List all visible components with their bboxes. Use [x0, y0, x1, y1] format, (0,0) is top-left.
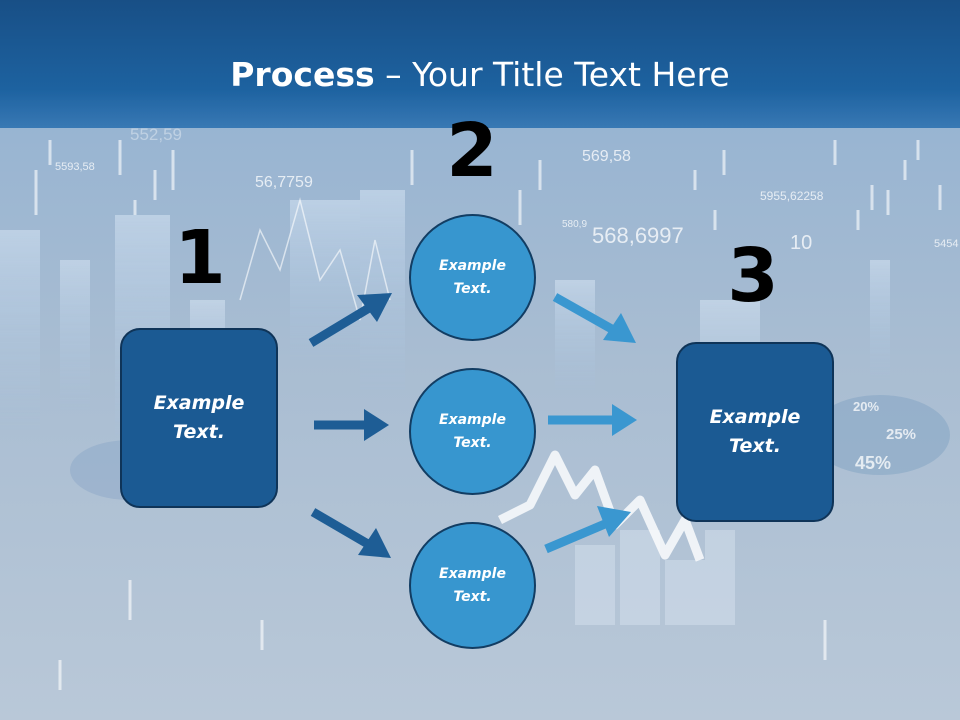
circle-bottom-line1: Example: [439, 565, 506, 582]
bg-number: 568,6997: [592, 223, 684, 248]
bg-number: 5454: [934, 238, 958, 250]
arrow-middle-to-right: [548, 404, 637, 436]
arrow-left-to-top: [308, 293, 392, 347]
arrow-left-to-bottom: [310, 508, 391, 558]
bg-number: 20%: [853, 399, 879, 414]
bg-number: 552,59: [130, 125, 182, 144]
left-box-line1: Example: [153, 392, 245, 414]
bg-number: 580,9: [562, 219, 587, 230]
circle-bottom-line2: Text.: [453, 588, 492, 605]
step-number-1: 1: [174, 215, 226, 301]
title-bold: Process: [230, 55, 375, 94]
circle-top-line1: Example: [439, 257, 506, 274]
arrow-left-to-middle: [314, 409, 389, 441]
slide-title: Process – Your Title Text Here: [0, 54, 960, 96]
circle-top-line2: Text.: [453, 280, 492, 297]
arrow-top-to-right: [552, 293, 636, 343]
arrow-bottom-to-right: [544, 506, 631, 554]
bg-number: 10: [790, 232, 812, 254]
circle-middle-line1: Example: [439, 411, 506, 428]
title-bar: [0, 0, 960, 128]
bg-number: 569,58: [582, 148, 631, 165]
bg-number: 25%: [886, 426, 916, 443]
step-number-3: 3: [727, 233, 779, 319]
circle-middle-line2: Text.: [453, 434, 492, 451]
right-box-line1: Example: [709, 406, 801, 428]
title-rest: – Your Title Text Here: [374, 55, 730, 94]
bg-number: 5593,58: [55, 161, 95, 173]
step-number-2: 2: [446, 108, 498, 194]
left-box-line2: Text.: [173, 421, 225, 443]
bg-number: 45%: [855, 453, 891, 473]
bg-number: 5955,62258: [760, 189, 824, 203]
right-box-line2: Text.: [729, 435, 781, 457]
bg-number: 56,7759: [255, 174, 313, 191]
